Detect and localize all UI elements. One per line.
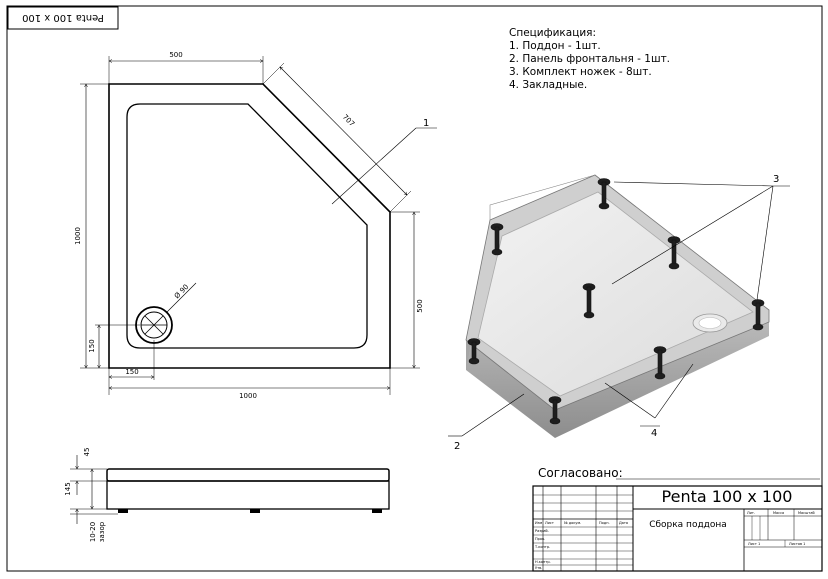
specification-item: 2. Панель фронтальня - 1шт. [509, 53, 671, 65]
dim-rim-45: 45 [83, 448, 91, 457]
col-header: Лист [545, 521, 554, 525]
specification-item: 1. Поддон - 1шт. [509, 40, 601, 52]
title-block [532, 485, 823, 572]
elevation-body [106, 480, 390, 510]
col-header: Дата [619, 521, 628, 525]
row-label: Пров. [535, 537, 545, 541]
elevation-rim [106, 468, 390, 482]
callout-1: 1 [423, 118, 429, 129]
elevation-leg [250, 509, 260, 513]
dim-drain-offset-y: 150 [88, 339, 96, 352]
dim-diagonal-707: 707 [341, 113, 356, 128]
leg [751, 299, 765, 331]
tray-inner-basin [126, 103, 368, 349]
callout-4: 4 [651, 428, 657, 439]
leg [548, 396, 562, 425]
specification-item: 3. Комплект ножек - 8шт. [509, 66, 652, 78]
col-header: № докум. [564, 521, 581, 525]
leg [467, 338, 481, 365]
tray-outline [108, 83, 391, 369]
legs-gap-note: зазор [98, 521, 106, 542]
right-header: Лит. [747, 511, 755, 515]
dim-bottom-1000: 1000 [239, 392, 257, 400]
dim-right-500: 500 [416, 299, 424, 312]
title-block-subtitle: Сборка поддона [649, 520, 727, 530]
render-basin [477, 191, 754, 397]
dim-legs-10-20: 10-20 [89, 522, 97, 542]
callout-2: 2 [454, 441, 460, 452]
right-header: Масса [773, 511, 784, 515]
sheet-label: Лист 1 [748, 542, 760, 546]
leg [597, 178, 611, 210]
dim-left-1000: 1000 [74, 227, 82, 245]
leg [653, 346, 667, 380]
render-legs [467, 178, 765, 425]
title-block-text: Penta 100 x 100 Сборка поддона Изм Лист … [534, 487, 815, 570]
leg [667, 236, 681, 270]
elevation-leg [372, 509, 382, 513]
dim-top-500: 500 [169, 51, 182, 59]
dim-drain-offset-x: 150 [125, 368, 138, 376]
row-label: Разраб. [535, 529, 549, 533]
elevation-dimension-labels: 45 145 10-20 зазор [64, 448, 106, 543]
plan-view [80, 56, 420, 395]
specification-title: Спецификация: [509, 27, 597, 39]
leg [490, 223, 504, 256]
sheet-frame [6, 5, 823, 572]
col-header: Подп. [599, 521, 610, 525]
specification: Спецификация: 1. Поддон - 1шт. 2. Панель… [509, 27, 670, 92]
corner-label: Penta 100 x 100 [22, 12, 104, 23]
col-header: Изм [535, 521, 542, 525]
leg [582, 283, 596, 319]
elevation-leg [118, 509, 128, 513]
sheets-label: Листов 1 [789, 542, 805, 546]
row-label: Утв. [535, 566, 542, 570]
row-label: Т.контр. [534, 545, 550, 549]
elevation-view [70, 455, 390, 524]
callout-numbers: 1 2 3 4 [423, 118, 779, 452]
callout-3: 3 [773, 174, 779, 185]
callout-leaders [331, 127, 790, 437]
row-label: Н.контр. [535, 560, 551, 564]
dim-height-145: 145 [64, 482, 72, 495]
drain-leader [165, 282, 197, 314]
specification-item: 4. Закладные. [509, 79, 588, 91]
tray-3d-render [331, 127, 790, 438]
title-block-title: Penta 100 x 100 [662, 487, 793, 506]
right-header: Масштаб [798, 511, 815, 515]
render-front-side [466, 322, 769, 438]
corner-label-box: Penta 100 x 100 [7, 6, 119, 30]
approval-label: Согласовано: [538, 466, 623, 480]
